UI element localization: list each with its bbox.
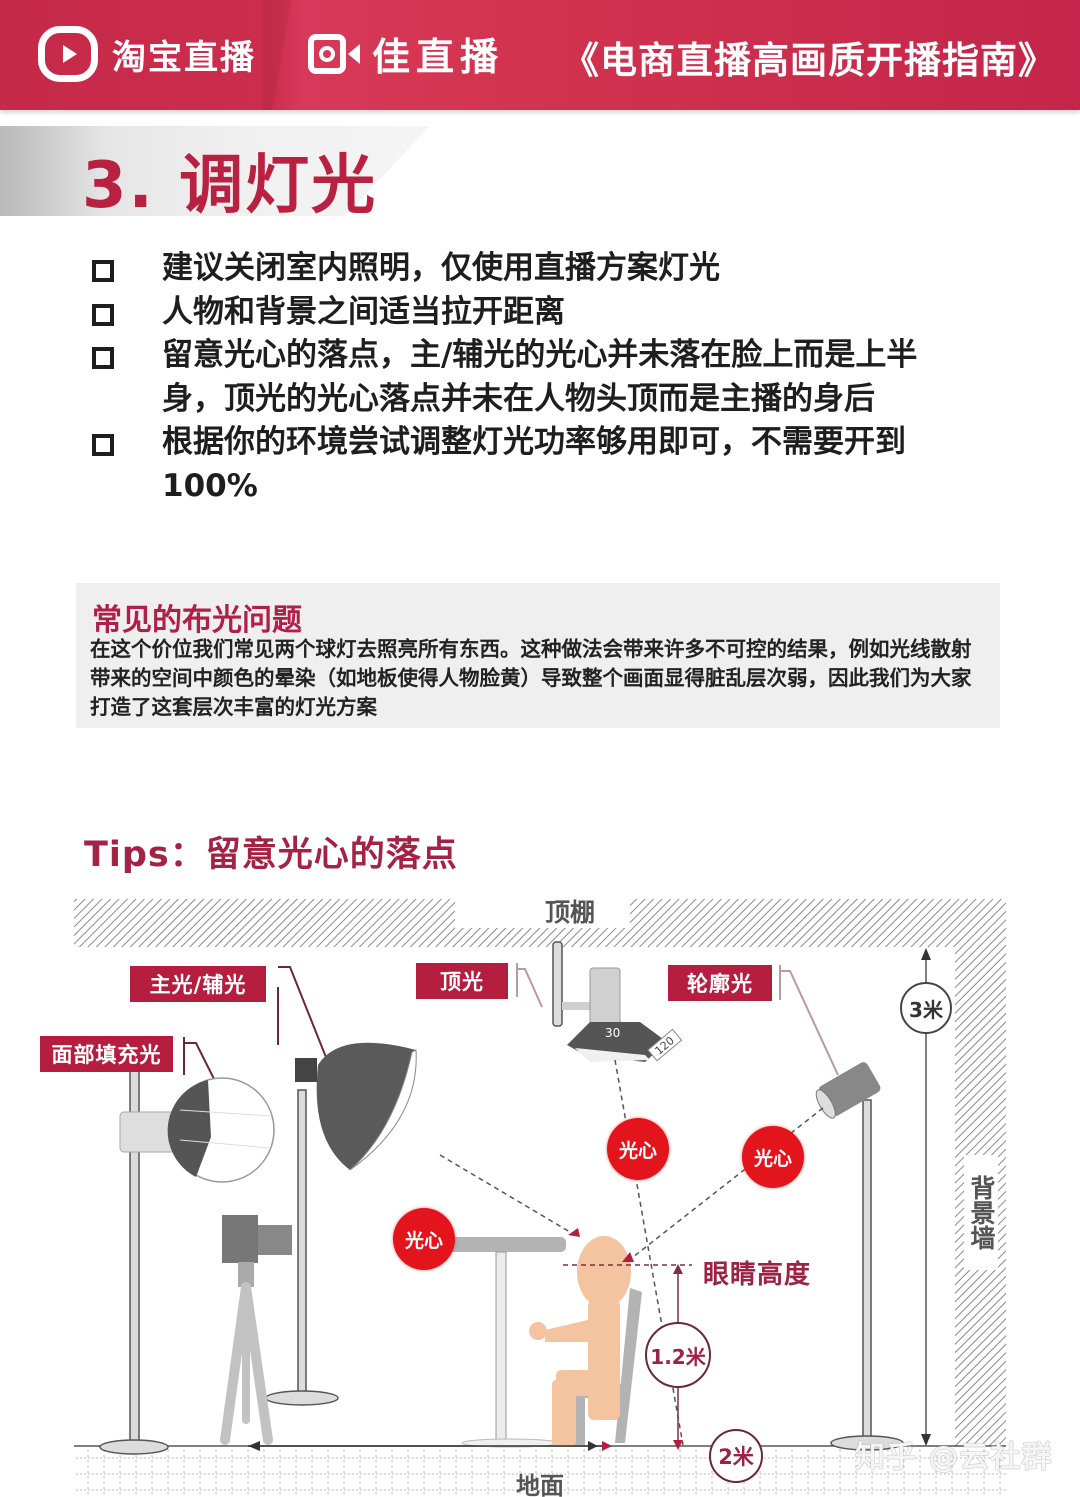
taobao-live-label: 淘宝直播 [112,37,256,78]
lighting-diagram: 30 120 [0,890,1080,1497]
checkbox-square-icon [92,260,114,282]
svg-text:30: 30 [605,1026,620,1040]
ceiling-label: 顶棚 [455,898,630,928]
key-fill-light-tag: 主光/辅光 [130,966,266,1002]
ceiling-height-measure: 3米 [900,982,952,1034]
background-wall-label: 背景墙 [964,1155,998,1270]
taobao-live-icon [38,26,98,82]
tips-title: Tips：留意光心的落点 [84,835,458,875]
bullet-item: 留意光心的落点，主/辅光的光心并未落在脸上而是上半身，顶光的光心落点并未在人物头… [92,334,992,421]
bullet-text: 人物和背景之间适当拉开距离 [162,293,565,330]
jia-live-logo: 佳直播 [308,26,504,81]
rim-light-tag: 轮廓光 [668,965,772,1001]
eye-height-label: 眼睛高度 [703,1260,812,1290]
bullet-text: 留意光心的落点，主/辅光的光心并未落在脸上而是上半身，顶光的光心落点并未在人物头… [162,337,918,417]
jia-live-label: 佳直播 [372,35,505,79]
bullet-list: 建议关闭室内照明，仅使用直播方案灯光 人物和背景之间适当拉开距离 留意光心的落点… [92,247,992,508]
problem-text: 在这个价位我们常见两个球灯去照亮所有东西。这种做法会带来许多不可控的结果，例如光… [90,637,972,719]
checkbox-square-icon [92,434,114,456]
bullet-text: 建议关闭室内照明，仅使用直播方案灯光 [162,250,720,286]
checkbox-square-icon [92,303,114,326]
face-fill-light-tag: 面部填充光 [40,1036,173,1072]
bullet-item: 建议关闭室内照明，仅使用直播方案灯光 [92,247,992,291]
header-divider [262,0,302,110]
section-title-band [0,126,430,216]
light-center-marker-key: 光心 [393,1208,455,1270]
top-light-tag: 顶光 [416,963,508,999]
guide-title: 《电商直播高画质开播指南》 [562,39,1056,82]
distance-measure: 2米 [709,1429,763,1483]
watermark: 知乎 @云社群 [855,1440,1053,1475]
taobao-live-logo: 淘宝直播 [38,26,256,82]
bullet-item: 根据你的环境尝试调整灯光功率够用即可，不需要开到100% [92,421,992,508]
problem-title: 常见的布光问题 [92,603,302,638]
eye-height-measure: 1.2米 [645,1322,711,1388]
video-camera-icon [308,33,360,74]
common-problem-box: 常见的布光问题 在这个价位我们常见两个球灯去照亮所有东西。这种做法会带来许多不可… [76,583,1000,728]
light-center-marker-rim: 光心 [742,1126,804,1188]
bullet-item: 人物和背景之间适当拉开距离 [92,291,992,335]
bullet-text: 根据你的环境尝试调整灯光功率够用即可，不需要开到100% [162,424,906,504]
section-title: 3. 调灯光 [82,149,378,223]
floor-label: 地面 [516,1472,564,1497]
light-center-marker-top: 光心 [607,1118,669,1180]
checkbox-square-icon [92,347,114,369]
header-bar: 淘宝直播 佳直播 《电商直播高画质开播指南》 [0,0,1080,110]
